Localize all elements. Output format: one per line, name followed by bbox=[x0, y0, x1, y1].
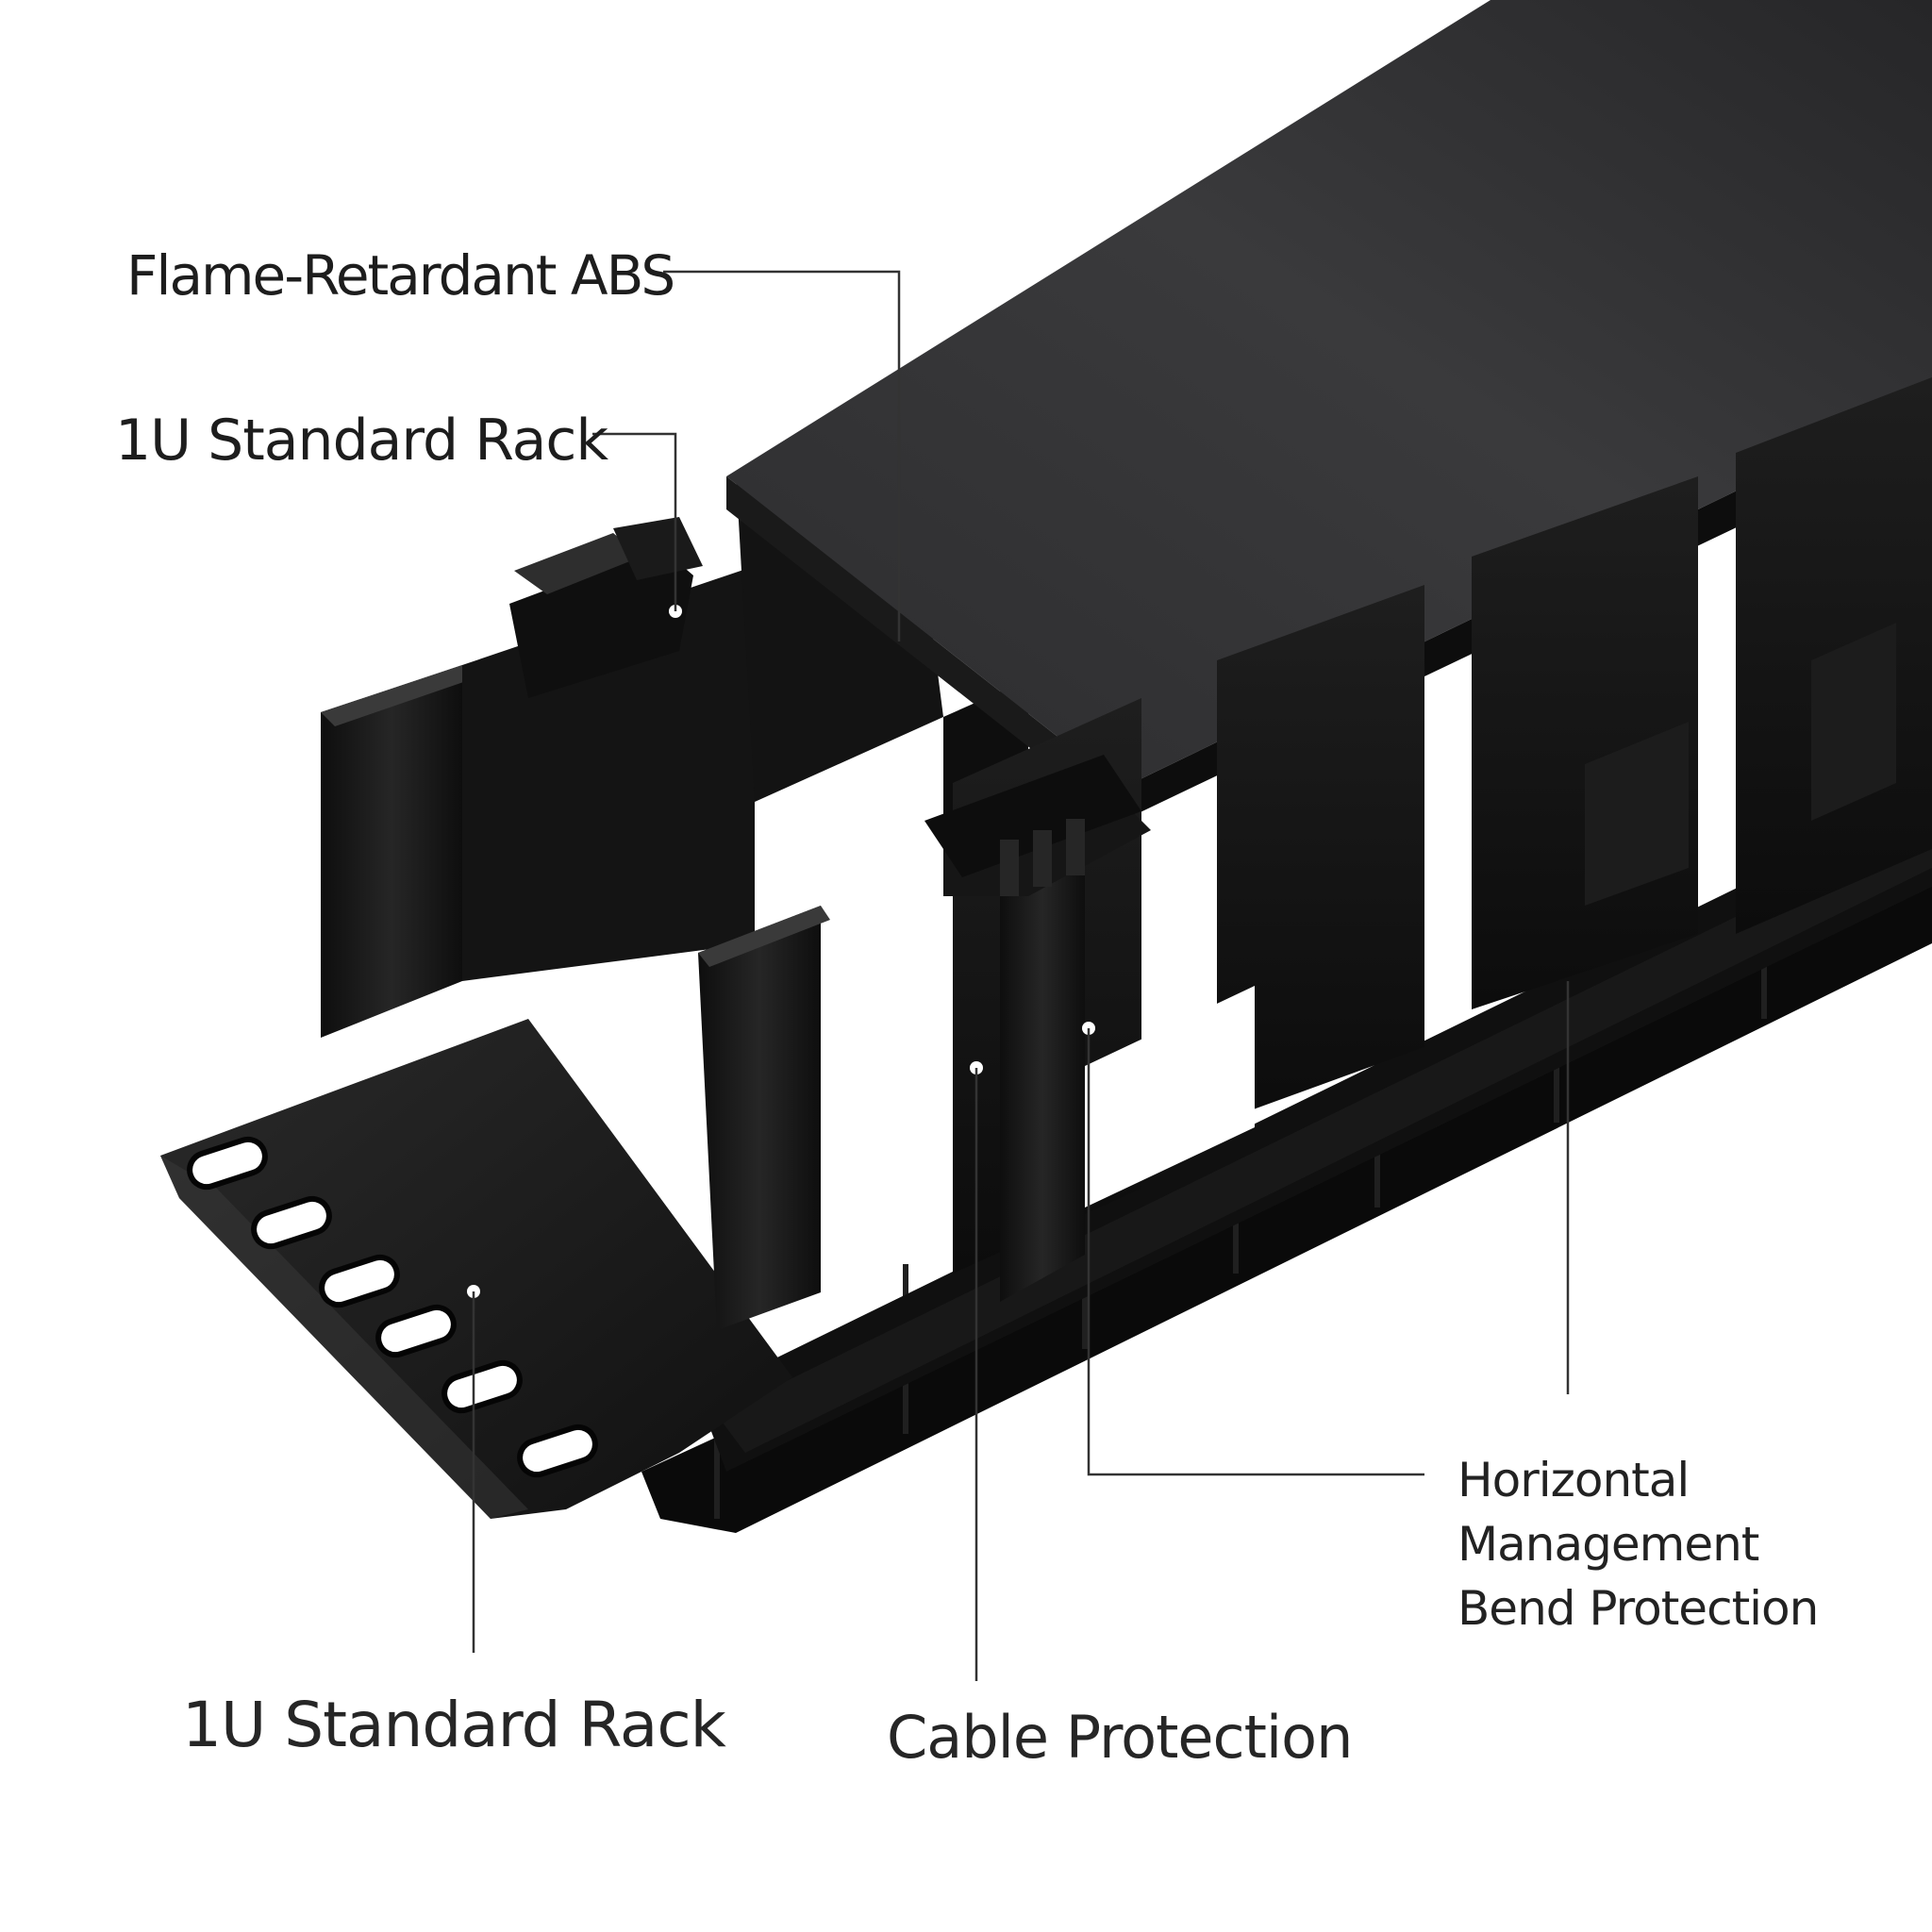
mounting-plate bbox=[160, 1019, 792, 1519]
callout-rack-bottom-label: 1U Standard Rack bbox=[182, 1689, 726, 1761]
front-wall bbox=[698, 792, 1932, 1472]
callout-horizontal-line3: Bend Protection bbox=[1457, 1581, 1819, 1636]
center-finger bbox=[698, 755, 1151, 1330]
callout-horizontal-line2: Management bbox=[1457, 1517, 1759, 1572]
callout-cable-label: Cable Protection bbox=[887, 1703, 1353, 1772]
callout-horizontal-line1: Horizontal bbox=[1457, 1453, 1690, 1507]
leader-rack-top bbox=[592, 432, 677, 611]
leader-material bbox=[663, 270, 901, 641]
callout-material-label: Flame-Retardant ABS bbox=[126, 243, 675, 308]
callout-rack-top-label: 1U Standard Rack bbox=[115, 408, 608, 474]
leader-lines bbox=[472, 270, 1570, 1681]
leader-bend bbox=[1087, 1028, 1424, 1476]
callout-horizontal-label: Horizontal Management Bend Protection bbox=[1457, 1448, 1819, 1641]
